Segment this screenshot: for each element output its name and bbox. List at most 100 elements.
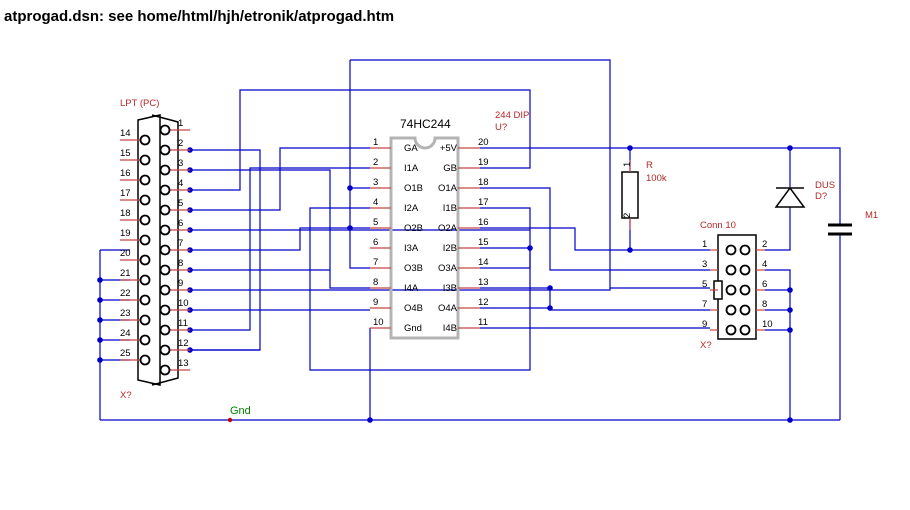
- conn-pin-contact: [739, 264, 751, 276]
- conn-pin-number: 8: [762, 299, 767, 310]
- ic-left-pin-number: 9: [373, 297, 378, 308]
- resistor: [621, 160, 639, 230]
- diagram-title: atprogad.dsn: see home/html/hjh/etronik/…: [4, 8, 395, 25]
- ic-ref: U?: [495, 122, 507, 133]
- ic-right-pin-number: 11: [478, 317, 488, 328]
- conn-name: Conn 10: [700, 220, 736, 231]
- resistor-pin1: 1: [622, 162, 633, 167]
- conn-pin-number: 3: [702, 259, 707, 270]
- wires: [99, 59, 841, 421]
- lpt-pin-number: 5: [178, 198, 183, 209]
- ic-right-pin-name: I3B: [443, 283, 457, 294]
- ic-left-pin-name: I2A: [404, 203, 419, 214]
- lpt-pin-number: 12: [178, 338, 189, 349]
- lpt-pin-contact: [159, 124, 171, 136]
- lpt-pin-contact: [159, 364, 171, 376]
- ic-left-pin-number: 4: [373, 197, 378, 208]
- lpt-pin-contact: [139, 314, 151, 326]
- ic-left-pin-number: 10: [373, 317, 384, 328]
- lpt-pin-number: 20: [120, 248, 131, 259]
- lpt-pin-number: 23: [120, 308, 131, 319]
- ic-right-pin-name: O1A: [438, 183, 458, 194]
- gnd-net-point: [227, 417, 233, 423]
- ic-right-pin-name: +5V: [440, 143, 458, 154]
- lpt-pin-number: 1: [178, 118, 183, 129]
- lpt-pin-number: 10: [178, 298, 189, 309]
- ic-left-pin-name: I4A: [404, 283, 419, 294]
- ic-left-pin-name: I3A: [404, 243, 419, 254]
- capacitor: [828, 223, 852, 236]
- conn-pin-contact: [739, 324, 751, 336]
- conn-pin-contact: [725, 264, 737, 276]
- conn-pin-contact: [739, 244, 751, 256]
- lpt-pin-contact: [139, 174, 151, 186]
- ic-right-pin-name: O3A: [438, 263, 458, 274]
- conn-pin-number: 5: [702, 279, 707, 290]
- conn-pin-number: 7: [702, 299, 707, 310]
- ic-left-pin-name: O1B: [404, 183, 423, 194]
- lpt-pin-contact: [159, 224, 171, 236]
- ic-name: 74HC244: [400, 117, 451, 131]
- ic-left-pin-number: 3: [373, 177, 378, 188]
- ic-left-pin-name: I1A: [404, 163, 419, 174]
- lpt-pin-number: 13: [178, 358, 189, 369]
- ic-left-pin-name: GA: [404, 143, 418, 154]
- conn-pin-number: 1: [702, 239, 707, 250]
- lpt-pin-number: 16: [120, 168, 131, 179]
- lpt-pin-contact: [159, 144, 171, 156]
- diode-ref: DUS: [815, 180, 835, 191]
- conn-pin-number: 2: [762, 239, 767, 250]
- lpt-pin-contact: [139, 334, 151, 346]
- lpt-pin-number: 25: [120, 348, 131, 359]
- ic-right-pin-number: 16: [478, 217, 489, 228]
- ic-right-pin-name: O4A: [438, 303, 458, 314]
- lpt-pin-number: 21: [120, 268, 131, 279]
- conn-pin-number: 9: [702, 319, 707, 330]
- ic-left-pin-name: O3B: [404, 263, 423, 274]
- conn-pin-contact: [725, 244, 737, 256]
- conn-pin-number: 10: [762, 319, 773, 330]
- ic-package: 244 DIP: [495, 110, 529, 121]
- conn-pin-contact: [725, 324, 737, 336]
- lpt-pin-number: 6: [178, 218, 183, 229]
- ic-right-pin-number: 17: [478, 197, 489, 208]
- ic-left-pin-name: O4B: [404, 303, 423, 314]
- conn-pin-contact: [725, 304, 737, 316]
- lpt-pin-contact: [139, 294, 151, 306]
- ic-right-pin-number: 13: [478, 277, 489, 288]
- ic-right-pin-number: 12: [478, 297, 489, 308]
- ic-right-pin-number: 18: [478, 177, 489, 188]
- resistor-pin2: 2: [622, 213, 633, 218]
- ic-left-pin-number: 8: [373, 277, 378, 288]
- lpt-pin-contact: [139, 154, 151, 166]
- conn-pin-number: 4: [762, 259, 767, 270]
- lpt-pin-contact: [139, 134, 151, 146]
- ic-right-pin-name: GB: [443, 163, 457, 174]
- ic-left-pin-number: 7: [373, 257, 378, 268]
- lpt-pin-contact: [159, 204, 171, 216]
- lpt-pin-contact: [159, 244, 171, 256]
- resistor-value: 100k: [646, 173, 667, 184]
- ic-left-pin-number: 6: [373, 237, 378, 248]
- lpt-pin-contact: [139, 214, 151, 226]
- lpt-pin-contact: [159, 184, 171, 196]
- ic-left-pin-number: 1: [373, 137, 378, 148]
- ic-left-pin-name: Gnd: [404, 323, 422, 334]
- conn-pin-contact: [739, 304, 751, 316]
- lpt-pin-number: 22: [120, 288, 131, 299]
- lpt-pin-number: 7: [178, 238, 183, 249]
- capacitor-ref: M1: [865, 210, 878, 221]
- lpt-connector: 1234567891011121314151617181920212223242…: [120, 114, 190, 386]
- conn-pin-number: 6: [762, 279, 767, 290]
- lpt-pin-contact: [159, 344, 171, 356]
- ic-right-pin-number: 14: [478, 257, 489, 268]
- ic-right-pin-name: I1B: [443, 203, 457, 214]
- lpt-pin-contact: [159, 324, 171, 336]
- lpt-pin-number: 17: [120, 188, 131, 199]
- lpt-label: LPT (PC): [120, 98, 159, 109]
- ic-right-pin-number: 19: [478, 157, 489, 168]
- lpt-pin-number: 4: [178, 178, 183, 189]
- lpt-pin-contact: [139, 254, 151, 266]
- ic-right-pin-number: 15: [478, 237, 489, 248]
